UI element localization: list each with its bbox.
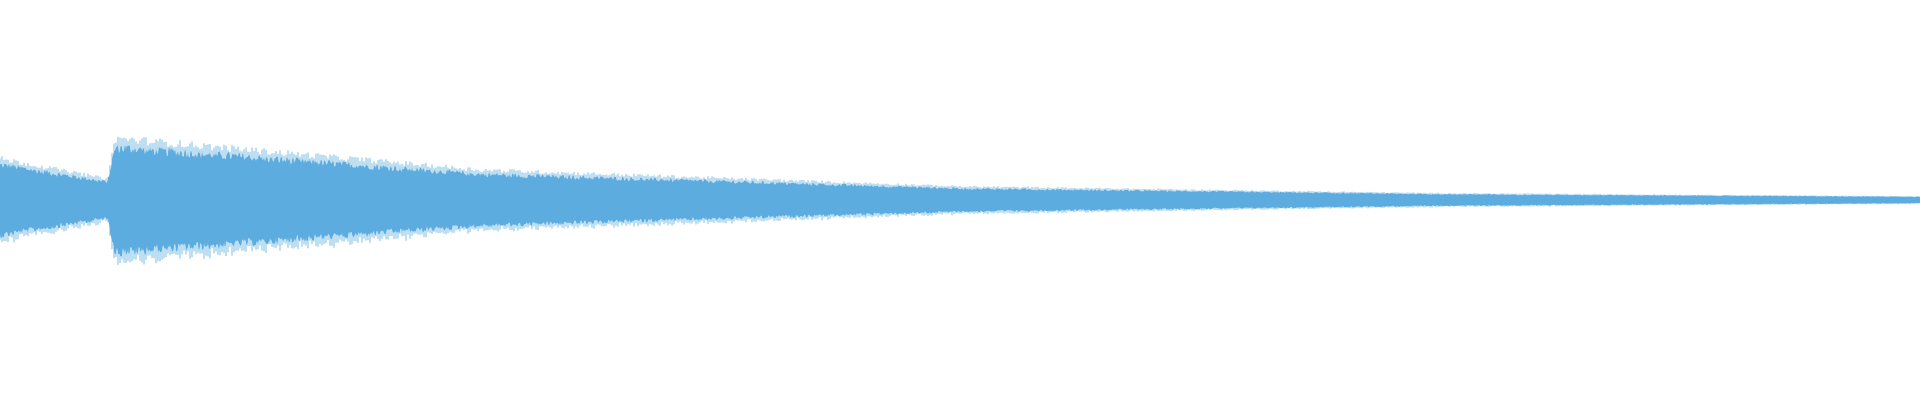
waveform-bars (0, 136, 1920, 265)
